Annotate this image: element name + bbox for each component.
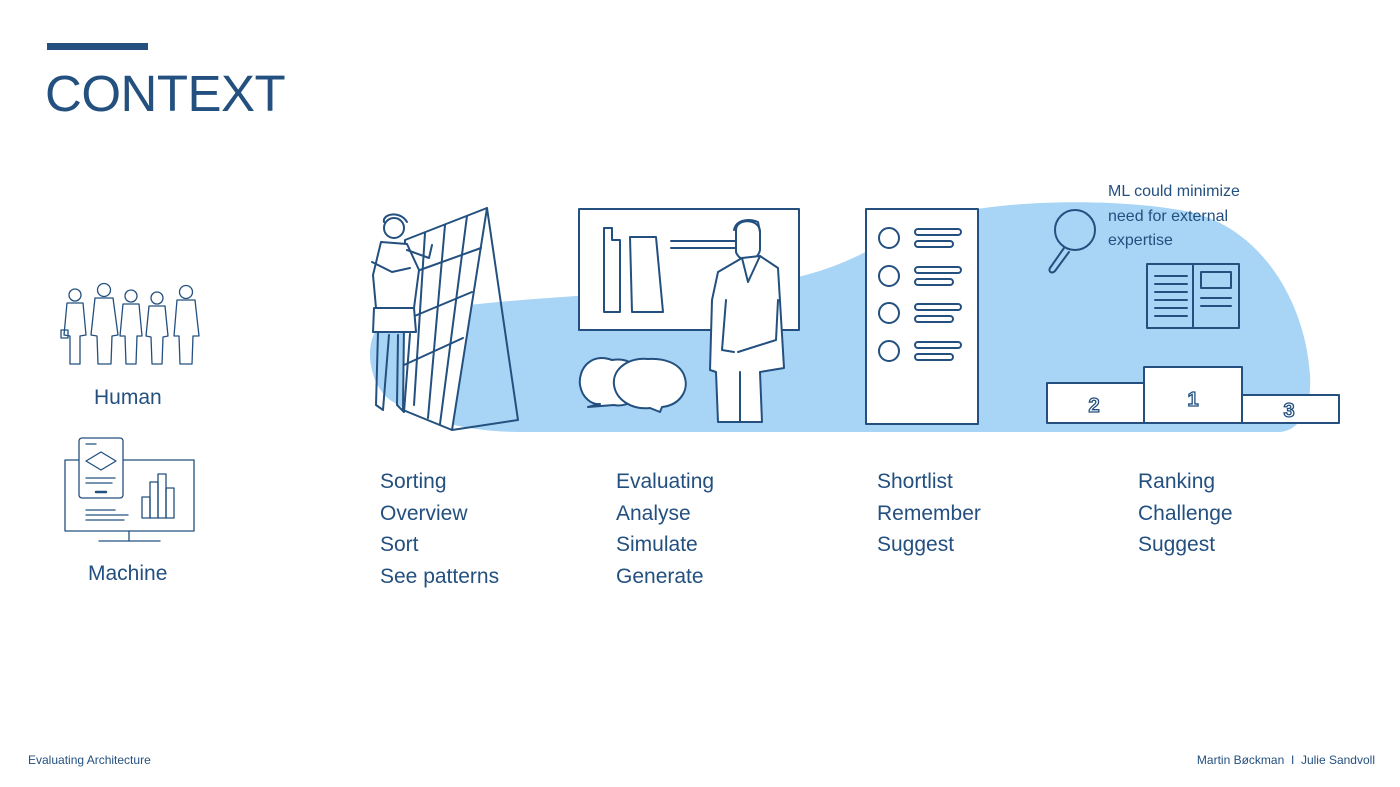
column-heading: Evaluating	[616, 470, 715, 493]
businessman-figure-icon	[709, 219, 785, 423]
column-heading: Shortlist	[877, 470, 953, 493]
title-accent-bar	[47, 43, 148, 50]
people-group-icon	[60, 282, 200, 365]
column-item: See patterns	[380, 564, 500, 588]
column-item: Overview	[380, 501, 468, 525]
presentation-board-icon	[578, 208, 800, 331]
woman-figure-icon	[371, 213, 433, 413]
column-item: Analyse	[616, 501, 691, 525]
footer-left: Evaluating Architecture	[28, 753, 151, 767]
column-item: Remember	[877, 501, 981, 525]
podium-second-label: 2	[1088, 395, 1099, 417]
column-item: Simulate	[616, 533, 698, 556]
ml-note: ML could minimize need for external expe…	[1108, 180, 1278, 254]
checklist-panel-icon	[865, 208, 979, 425]
magnifier-icon	[1048, 209, 1096, 274]
open-book-icon	[1146, 263, 1240, 329]
slide-title: CONTEXT	[45, 65, 286, 122]
column-sorting: Sorting Overview Sort See patterns	[380, 466, 499, 592]
column-heading: Ranking	[1138, 470, 1216, 493]
column-item: Suggest	[877, 533, 955, 556]
column-ranking: Ranking Challenge Suggest	[1138, 466, 1233, 561]
podium-third-label: 3	[1283, 400, 1294, 422]
ml-note-line: ML could minimize	[1108, 183, 1240, 200]
podium-first-label: 1	[1187, 389, 1198, 411]
speech-bubbles-icon	[578, 357, 687, 413]
column-item: Challenge	[1138, 501, 1233, 525]
ml-note-line: need for external	[1108, 207, 1229, 225]
podium-icon	[1046, 366, 1340, 424]
human-label: Human	[94, 386, 162, 409]
column-heading: Sorting	[380, 470, 447, 493]
column-item: Sort	[380, 533, 419, 556]
column-item: Generate	[616, 564, 704, 588]
computer-icon	[64, 437, 195, 542]
column-shortlist: Shortlist Remember Suggest	[877, 466, 981, 561]
column-item: Suggest	[1138, 533, 1216, 556]
column-evaluating: Evaluating Analyse Simulate Generate	[616, 466, 714, 592]
machine-label: Machine	[88, 562, 168, 585]
ml-note-line: expertise	[1108, 232, 1173, 249]
footer-right: Martin Bøckman I Julie Sandvoll	[1196, 753, 1375, 767]
